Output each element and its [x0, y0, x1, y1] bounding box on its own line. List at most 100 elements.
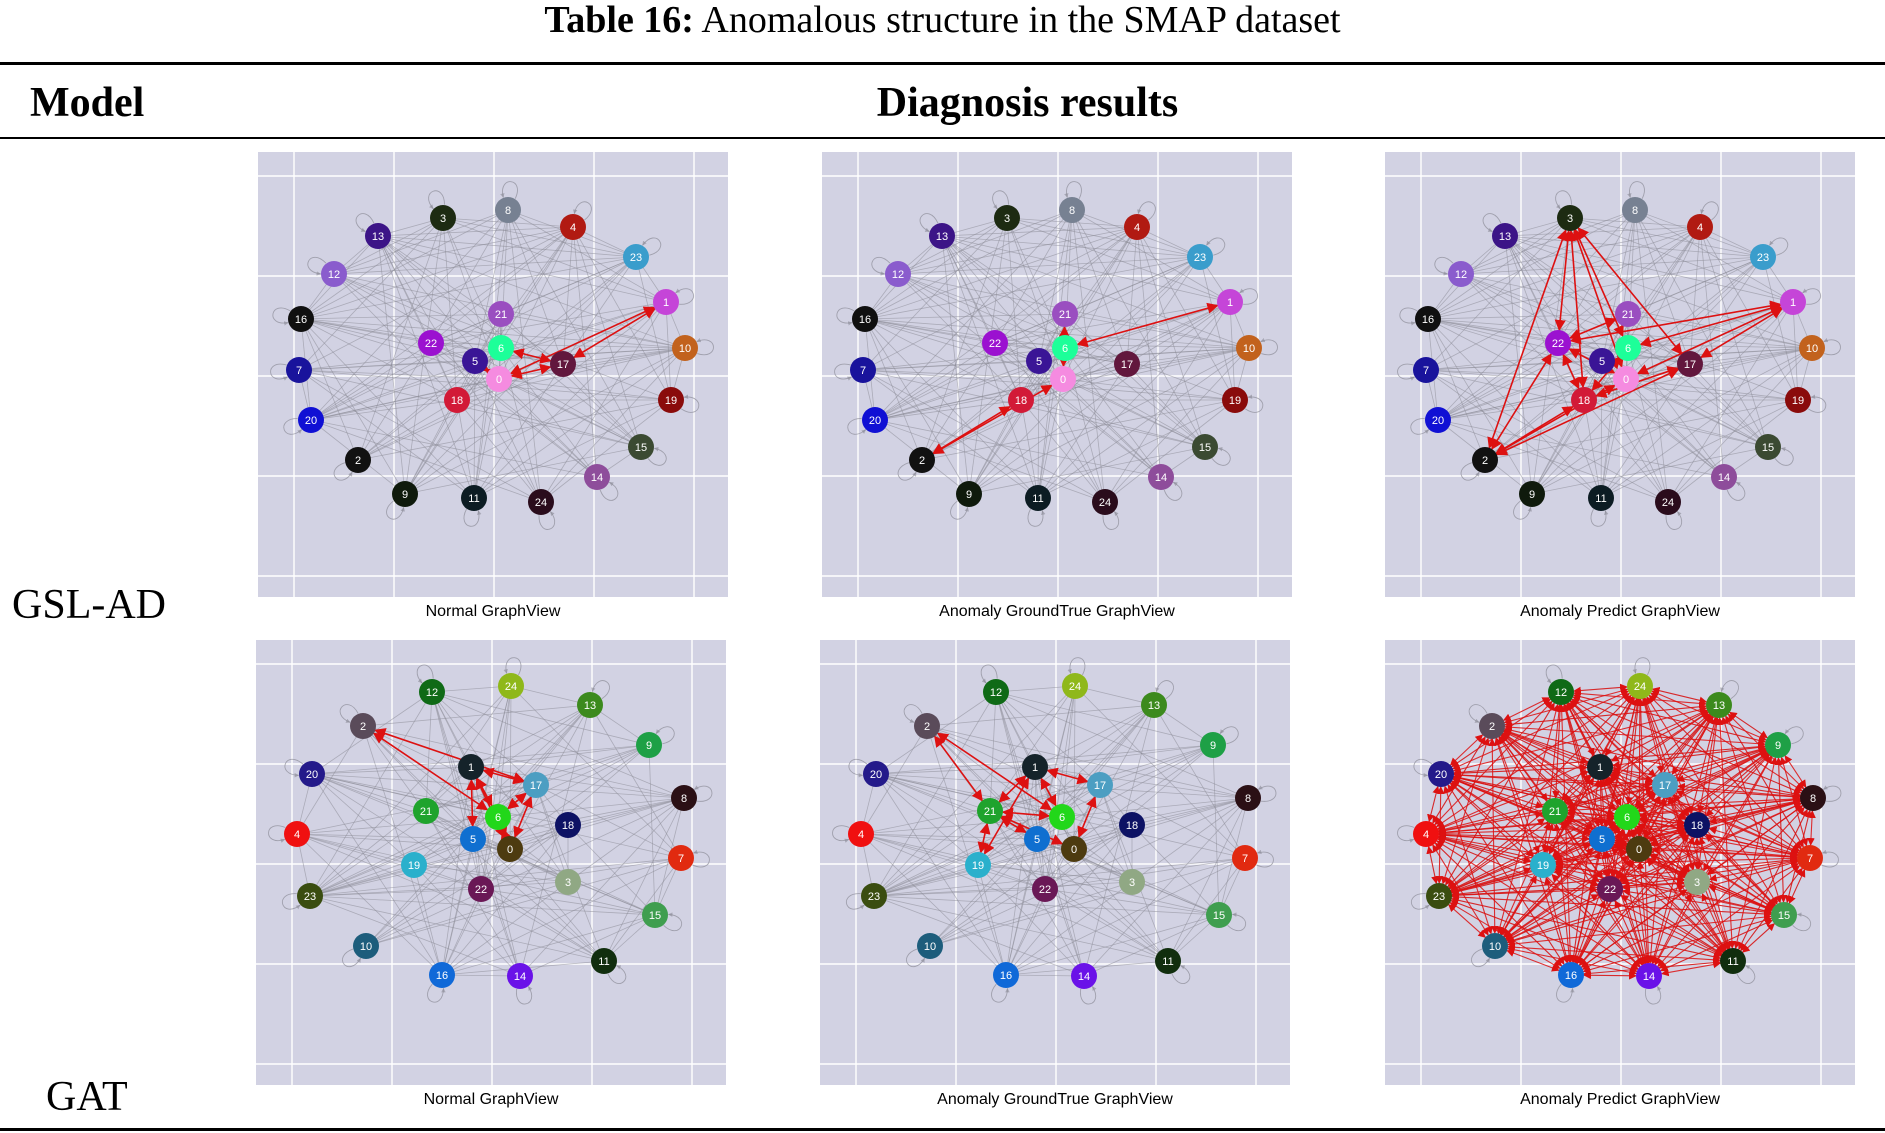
- graph-node: 19: [1785, 387, 1811, 413]
- graph-node: 23: [1187, 244, 1213, 270]
- edge: [362, 704, 591, 727]
- node-circle: [1071, 963, 1097, 989]
- edge: [456, 399, 475, 499]
- node-label: 23: [868, 891, 880, 903]
- edge: [442, 217, 667, 303]
- edge: [365, 797, 685, 947]
- graph-node: 20: [299, 761, 325, 787]
- results-header: Diagnosis results: [876, 80, 1179, 126]
- table-number: Table 16:: [544, 0, 694, 41]
- graph-node: 19: [401, 852, 427, 878]
- node-circle: [885, 261, 911, 287]
- node-label: 15: [1762, 442, 1774, 454]
- edge: [472, 838, 521, 977]
- node-circle: [1187, 244, 1213, 270]
- graph-node: 21: [977, 798, 1003, 824]
- node-label: 9: [646, 740, 652, 752]
- node-label: 19: [1537, 860, 1549, 872]
- graph-node: 5: [1589, 826, 1615, 852]
- node-label: 22: [1039, 884, 1051, 896]
- node-label: 1: [1032, 762, 1038, 774]
- edge: [300, 318, 502, 349]
- node-label: 7: [1242, 853, 1248, 865]
- node-label: 24: [505, 681, 517, 693]
- graph-node: 13: [1706, 692, 1732, 718]
- node-circle: [1217, 289, 1243, 315]
- self-loop: [980, 664, 998, 684]
- node-label: 10: [679, 343, 691, 355]
- node-circle: [555, 812, 581, 838]
- graph-node: 5: [460, 826, 486, 852]
- node-circle: [1087, 772, 1113, 798]
- edge: [442, 217, 502, 349]
- node-label: 21: [984, 806, 996, 818]
- node-label: 3: [1129, 877, 1135, 889]
- edge: [874, 256, 1201, 421]
- edge: [298, 369, 542, 503]
- graph-node: 23: [297, 883, 323, 909]
- node-circle: [1684, 812, 1710, 838]
- self-loop: [655, 726, 675, 745]
- anomaly-edge: [1001, 807, 1051, 821]
- edge: [1073, 797, 1249, 850]
- edge: [1044, 857, 1246, 890]
- node-label: 19: [972, 860, 984, 872]
- edge: [310, 209, 509, 421]
- edge: [941, 235, 1201, 258]
- graph-node: 8: [495, 197, 521, 223]
- node-circle: [1636, 963, 1662, 989]
- edge: [357, 399, 458, 461]
- node-label: 16: [1565, 970, 1577, 982]
- node-label: 10: [360, 941, 372, 953]
- node-label: 21: [1059, 309, 1071, 321]
- edge: [300, 209, 509, 320]
- self-loop: [1410, 417, 1430, 435]
- node-circle: [498, 673, 524, 699]
- node-label: 19: [1792, 395, 1804, 407]
- graph-node: 11: [1588, 485, 1614, 511]
- edge: [296, 833, 482, 890]
- graph-node: 16: [429, 962, 455, 988]
- node-circle: [1627, 673, 1653, 699]
- node-circle: [1222, 387, 1248, 413]
- self-loop: [1260, 338, 1278, 356]
- node-circle: [1797, 845, 1823, 871]
- node-label: 15: [1199, 442, 1211, 454]
- graph-node: 11: [1720, 948, 1746, 974]
- graph-node: 20: [298, 407, 324, 433]
- edge: [874, 313, 1066, 421]
- node-label: 19: [1229, 395, 1241, 407]
- self-loop: [1256, 849, 1274, 868]
- edge: [567, 797, 685, 883]
- edge: [1062, 378, 1162, 478]
- node-label: 17: [530, 780, 542, 792]
- self-loop: [680, 394, 700, 413]
- node-label: 20: [306, 769, 318, 781]
- edge: [473, 363, 564, 499]
- edge: [1073, 848, 1220, 916]
- self-loop: [1482, 213, 1502, 232]
- edge: [1073, 685, 1076, 850]
- node-circle: [1765, 732, 1791, 758]
- edge: [309, 864, 415, 897]
- node-label: 7: [1807, 853, 1813, 865]
- anomaly-edges: [372, 728, 533, 841]
- node-label: 20: [870, 769, 882, 781]
- node-circle: [914, 713, 940, 739]
- edge: [498, 378, 598, 478]
- node-circle: [507, 963, 533, 989]
- edge: [310, 313, 502, 421]
- self-loop: [1807, 394, 1827, 413]
- node-label: 11: [468, 493, 479, 505]
- self-loop: [1027, 508, 1046, 527]
- edge: [929, 824, 1133, 947]
- edge: [431, 685, 512, 693]
- panel-caption: Anomaly Predict GraphView: [1520, 1091, 1720, 1108]
- node-circle: [636, 732, 662, 758]
- graph-node: 13: [1141, 692, 1167, 718]
- node-circle: [1684, 869, 1710, 895]
